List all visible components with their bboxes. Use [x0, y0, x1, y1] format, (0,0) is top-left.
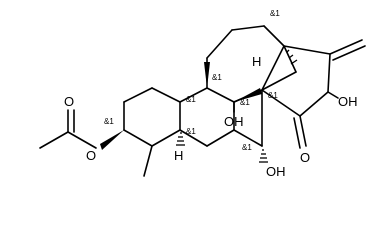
stereo-mark-c13: &1 [270, 9, 280, 18]
atom-o-ring-ketone: O [300, 150, 310, 165]
stereo-mark-c7: &1 [242, 143, 252, 152]
atom-o-acetate-ester: O [86, 148, 96, 163]
stereo-mark-c5: &1 [186, 127, 196, 136]
atom-oh-c7: OH [266, 164, 286, 179]
stereo-mark-c3: &1 [104, 117, 114, 126]
atom-oh-c9: OH [224, 114, 244, 129]
stereo-bonds [100, 49, 298, 163]
atom-h-bridge: H [252, 54, 261, 69]
stereo-mark-c10: &1 [186, 95, 196, 104]
atom-h-c5: H [174, 148, 183, 163]
atom-o-acetate-carbonyl: O [64, 94, 74, 109]
molecule-structure: O O O OH OH OH H H &1 &1 &1 &1 &1 &1 &1 … [39, 9, 366, 179]
atom-labels: O O O OH OH OH H H [64, 54, 358, 179]
atom-oh-bridge: OH [338, 94, 358, 109]
stereo-mark-c8: &1 [240, 98, 250, 107]
stereo-labels: &1 &1 &1 &1 &1 &1 &1 &1 [104, 9, 280, 152]
stereo-mark-c9: &1 [212, 73, 222, 82]
stereo-mark-c14: &1 [268, 91, 278, 100]
